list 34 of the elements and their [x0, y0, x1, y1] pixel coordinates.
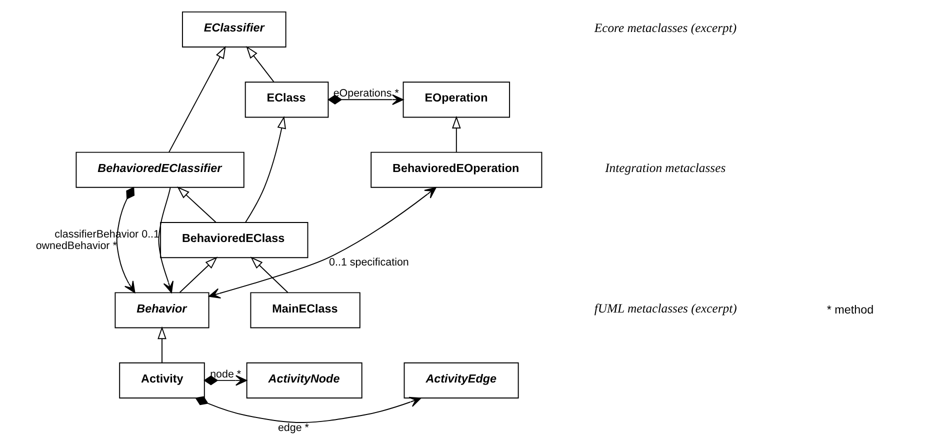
edge-label: ownedBehavior * — [36, 240, 117, 252]
node-box: EOperation — [402, 82, 510, 118]
arrow — [244, 116, 286, 223]
arrow — [158, 187, 174, 294]
arrow — [116, 186, 136, 294]
arrow — [250, 256, 288, 293]
arrow — [452, 116, 461, 152]
arrow — [177, 186, 216, 223]
edge-label: 0..1 specification — [329, 256, 409, 269]
arrow — [168, 46, 226, 153]
label: * method — [826, 303, 874, 316]
arrow — [328, 94, 404, 105]
node-box: BehavioredEClassifier — [76, 152, 244, 188]
node-box: ActivityEdge — [404, 362, 519, 398]
edge-label: edge * — [278, 422, 309, 434]
arrow — [158, 326, 166, 364]
label: fUML metaclasses (excerpt) — [594, 302, 737, 316]
node-box: ActivityNode — [246, 362, 362, 398]
arrow — [246, 46, 274, 82]
label: Integration metaclasses — [605, 161, 726, 176]
node-box: EClass — [244, 82, 329, 118]
node-box: Activity — [119, 362, 205, 398]
node-box: BehavioredEOperation — [370, 152, 542, 188]
node-box: BehavioredEClass — [160, 222, 308, 258]
edge-label: node * — [210, 368, 242, 380]
node-box: Behavior — [114, 292, 210, 328]
arrow — [179, 256, 218, 293]
label: Ecore metaclasses (excerpt) — [594, 20, 737, 35]
node-box: EClassifier — [182, 11, 286, 48]
arrow — [204, 375, 248, 386]
node-box: MainEClass — [250, 292, 360, 328]
arrow — [208, 187, 436, 299]
edge-label: eOperations * — [333, 88, 399, 100]
arrow — [195, 396, 422, 423]
